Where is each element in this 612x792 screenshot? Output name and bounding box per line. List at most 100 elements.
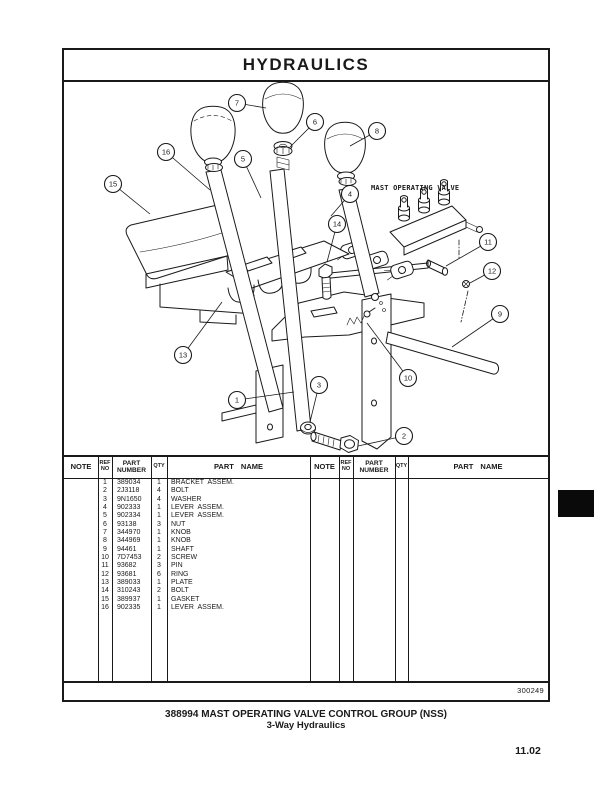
col-header-note-2: NOTE (314, 462, 335, 472)
table-row: 15 389937 1 GASKET (64, 596, 310, 604)
table-row: 2 2J3118 4 BOLT (64, 487, 310, 495)
table-row: 6 93138 3 NUT (64, 521, 310, 529)
callout-6: 6 (289, 112, 325, 148)
table-divider (395, 457, 396, 681)
cell-ref-no: 15 (101, 595, 109, 603)
svg-text:1: 1 (235, 396, 239, 405)
callout-15: 15 (103, 174, 151, 215)
cell-qty: 1 (157, 512, 161, 520)
cell-note (64, 537, 98, 546)
cell-qty: 1 (157, 579, 161, 587)
table-row: 10 7D7453 2 SCREW (64, 554, 310, 562)
page-title: HYDRAULICS (242, 55, 370, 74)
cell-note (64, 487, 98, 496)
cell-part-name: LEVER ASSEM. (171, 604, 224, 612)
cell-ref-no: 11 (101, 562, 109, 570)
table-row: 1 389034 1 BRACKET ASSEM. (64, 479, 310, 487)
cell-part-number: 389937 (117, 595, 141, 603)
cell-note (64, 554, 98, 563)
cell-note (64, 479, 98, 488)
svg-text:14: 14 (333, 220, 341, 229)
cell-qty: 1 (157, 604, 161, 612)
callout-14: 14 (326, 214, 347, 263)
col-header-qty-2: QTY (395, 463, 408, 470)
cell-part-name: SHAFT (171, 545, 194, 553)
cell-part-number: 9N1650 (117, 495, 142, 503)
svg-text:7: 7 (235, 99, 239, 108)
callout-3: 3 (309, 375, 329, 423)
cell-part-name: SCREW (171, 554, 198, 562)
cell-part-name: RING (171, 570, 189, 578)
table-row: 4 902333 1 LEVER ASSEM. (64, 504, 310, 512)
cell-part-name: WASHER (171, 495, 202, 503)
callout-5: 5 (233, 149, 262, 199)
cell-ref-no: 14 (101, 587, 109, 595)
cell-qty: 6 (157, 570, 161, 578)
callout-2: 2 (357, 426, 414, 447)
caption-subtitle: 3-Way Hydraulics (266, 720, 346, 731)
figure-code: 300249 (517, 686, 544, 695)
cell-ref-no: 7 (103, 529, 107, 537)
cell-qty: 4 (157, 495, 161, 503)
table-row: 13 389033 1 PLATE (64, 579, 310, 587)
cell-part-number: 7D7453 (117, 554, 142, 562)
cell-part-name: BRACKET ASSEM. (171, 479, 234, 486)
col-header-note: NOTE (70, 462, 92, 472)
cell-qty: 1 (157, 479, 161, 486)
valve-body-art (389, 179, 483, 259)
col-header-part-name: PART NAME (213, 462, 264, 472)
cell-part-name: BOLT (171, 587, 189, 595)
diagram-label: MAST OPERATING VALVE (371, 184, 459, 192)
cell-part-name: LEVER ASSEM. (171, 512, 224, 520)
cell-ref-no: 6 (103, 520, 107, 528)
callout-4: 4 (330, 184, 360, 217)
cell-part-number: 344969 (117, 537, 141, 545)
cell-qty: 1 (157, 545, 161, 553)
callout-7: 7 (227, 93, 267, 113)
caption: 388994 MAST OPERATING VALVE CONTROL GROU… (0, 709, 612, 731)
cell-part-number: 389033 (117, 579, 141, 587)
cell-part-number: 344970 (117, 529, 141, 537)
cell-ref-no: 3 (103, 495, 107, 503)
callout-12: 12 (469, 261, 502, 284)
cell-part-number: 93681 (117, 570, 137, 578)
cell-qty: 1 (157, 595, 161, 603)
cell-part-name: KNOB (171, 529, 191, 537)
table-divider (167, 457, 168, 681)
cell-ref-no: 5 (103, 512, 107, 520)
cell-part-number: 902334 (117, 512, 141, 520)
exploded-view-diagram: MAST OPERATING VALVE 1234567891011121314… (103, 81, 510, 453)
table-row: 5 902334 1 LEVER ASSEM. (64, 512, 310, 520)
cell-part-number: 310243 (117, 587, 141, 595)
cell-note (64, 579, 98, 588)
page-frame: HYDRAULICS (62, 48, 550, 702)
table-divider (353, 457, 354, 681)
cell-note (64, 521, 98, 530)
svg-text:2: 2 (402, 432, 406, 441)
col-header-qty: QTY (153, 463, 165, 470)
cell-part-name: GASKET (171, 595, 200, 603)
table-row: 16 902335 1 LEVER ASSEM. (64, 604, 310, 612)
cell-note (64, 529, 98, 538)
cell-part-name: KNOB (171, 537, 191, 545)
thumb-index-tab (558, 490, 594, 517)
svg-text:3: 3 (317, 381, 321, 390)
col-header-part-name-2: PART NAME (453, 462, 503, 472)
svg-text:12: 12 (488, 267, 496, 276)
cell-part-number: 94461 (117, 545, 137, 553)
cell-part-name: BOLT (171, 487, 189, 495)
table-divider (151, 457, 152, 681)
cell-note (64, 587, 98, 596)
cell-ref-no: 16 (101, 604, 109, 612)
cell-note (64, 496, 98, 505)
table-divider (408, 457, 409, 681)
table-divider (339, 457, 340, 681)
cell-ref-no: 2 (103, 487, 107, 495)
svg-text:15: 15 (109, 180, 117, 189)
lever-5-art (262, 81, 312, 432)
table-row: 12 93681 6 RING (64, 571, 310, 579)
callout-10: 10 (366, 322, 418, 388)
callout-1: 1 (227, 390, 295, 410)
